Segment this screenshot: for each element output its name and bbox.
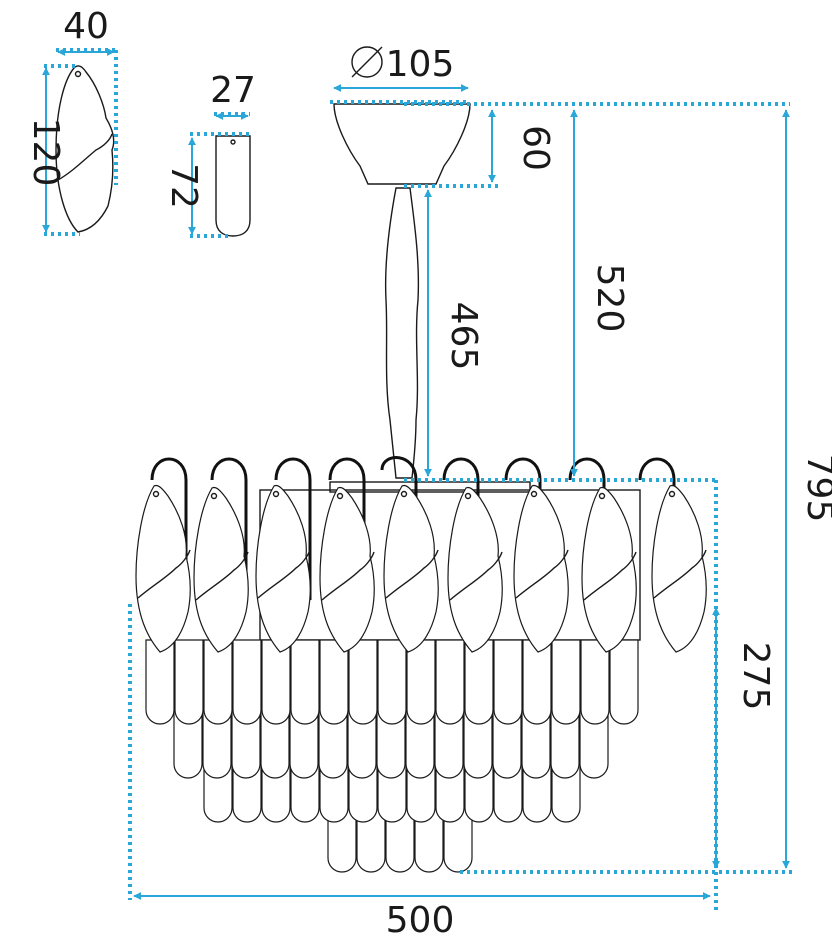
total-height-label: 795 [799, 454, 832, 523]
drop-crystal [290, 639, 320, 725]
drop-crystal [203, 639, 233, 725]
leaf-crystal [581, 486, 637, 653]
leaf-crystal [135, 484, 191, 653]
leaf-vein [257, 549, 311, 599]
drop-width-label: 27 [210, 70, 256, 111]
hook-arm [210, 457, 248, 600]
leaf-hole [464, 492, 472, 500]
leaf-crystal [513, 484, 569, 653]
leaf-crystal [319, 486, 375, 653]
canopy-height-label: 60 [515, 125, 556, 171]
drop-crystal-detail: 27 72 [163, 70, 256, 238]
canopy-to-body-label: 520 [589, 264, 630, 333]
drop-crystal [464, 639, 494, 725]
leaf-hole [336, 492, 344, 500]
leaf-hole [272, 490, 280, 498]
drop-crystal [580, 639, 610, 725]
vertical-dimensions: 60 465 520 795 275 [404, 102, 832, 912]
drop-crystal [377, 639, 407, 725]
body-height-label: 275 [735, 642, 776, 711]
leaf-hole [152, 490, 160, 498]
leaf-vein [515, 549, 569, 599]
leaf-vein [137, 549, 191, 599]
leaf-hole [598, 492, 606, 500]
leaf-height-label: 120 [25, 118, 66, 187]
drop-crystal [348, 639, 378, 725]
drop-crystal [435, 639, 465, 725]
leaf-vein [583, 551, 637, 601]
leaf-vein [321, 551, 375, 601]
canopy-diameter-label: 105 [386, 44, 455, 85]
drop-crystal [493, 639, 523, 725]
leaf-vein [449, 551, 503, 601]
drop-crystal [522, 639, 552, 725]
leaf-crystal [255, 484, 311, 653]
chandelier-body [135, 456, 707, 873]
hook-arm [274, 457, 312, 600]
body-width-label: 500 [386, 900, 455, 936]
hook-arm [150, 457, 188, 600]
drop-crystal [261, 639, 291, 725]
hook-arm [380, 456, 418, 600]
hook-arm [328, 457, 366, 600]
drop-crystal [609, 639, 639, 725]
leaf-crystal-detail: 40 120 [25, 6, 118, 236]
drop-crystal [406, 639, 436, 725]
drop-height-label: 72 [163, 163, 204, 209]
leaf-hole [668, 490, 676, 498]
drop-crystal [232, 639, 262, 725]
leaf-hole [530, 490, 538, 498]
leaf-crystal [651, 484, 707, 653]
leaf-crystal [447, 486, 503, 653]
suspension-rod [384, 187, 420, 479]
leaf-crystal [383, 484, 439, 653]
drop-crystal [174, 639, 204, 725]
leaf-crystal [193, 486, 249, 653]
leaf-hole [400, 490, 408, 498]
drop-crystal [145, 639, 175, 725]
hook-arm [638, 457, 676, 600]
leaf-ring [135, 484, 707, 653]
canopy: 105 [330, 44, 471, 185]
leaf-vein [653, 549, 707, 599]
rod-length-label: 465 [443, 302, 484, 371]
width-dimension: 500 [128, 604, 711, 936]
leaf-hole [210, 492, 218, 500]
drop-crystal [319, 639, 349, 725]
hook-arm [442, 457, 480, 600]
leaf-width-label: 40 [63, 6, 109, 47]
drop-crystal [551, 639, 581, 725]
drop-tiers [145, 639, 639, 873]
leaf-vein [385, 549, 439, 599]
diameter-icon [351, 46, 383, 78]
leaf-vein [195, 551, 249, 601]
